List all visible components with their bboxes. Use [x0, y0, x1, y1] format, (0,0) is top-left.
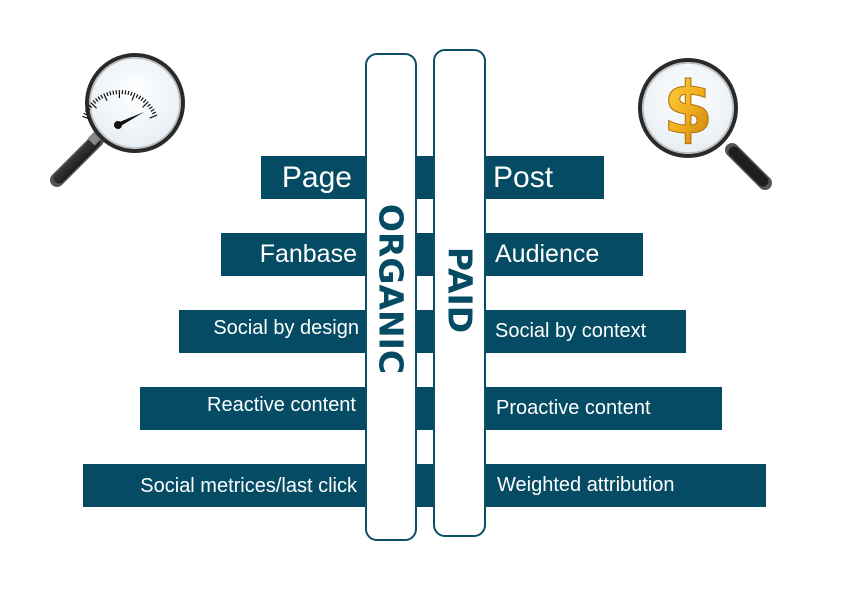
gauge-tick — [109, 91, 112, 96]
paid-item-proactive-content: Proactive content — [496, 397, 651, 419]
gauge-tick — [131, 92, 136, 101]
row-5-bar: Social metrices/last click Weighted attr… — [83, 464, 766, 507]
gauge-tick — [97, 96, 101, 101]
gauge-tick — [148, 106, 153, 110]
gauge-tick — [112, 90, 115, 95]
gauge-tick — [138, 95, 142, 100]
gauge-tick — [135, 93, 139, 99]
paid-pillar: PAID — [433, 49, 486, 537]
gauge-tick — [106, 92, 109, 97]
paid-item-audience: Audience — [495, 240, 600, 268]
gauge-tick — [142, 101, 149, 108]
row-4-bar: Reactive content Proactive content — [140, 387, 722, 430]
gauge-tick — [140, 97, 144, 102]
gauge-tick — [147, 103, 151, 108]
magnifier-dollar-icon: $ — [638, 58, 772, 190]
organic-item-page: Page — [281, 160, 352, 194]
gauge-tick — [127, 90, 130, 96]
gauge-tick — [82, 115, 91, 120]
gauge-tick — [92, 100, 97, 104]
row-2-bar: Fanbase Audience — [221, 233, 643, 276]
gauge-tick — [95, 98, 99, 102]
gauge-tick — [150, 108, 155, 112]
dollar-sign: $ — [663, 66, 713, 150]
gauge-tick — [88, 104, 93, 109]
organic-pillar: ORGANIC — [365, 53, 417, 541]
organic-item-reactive-content: Reactive content — [207, 394, 356, 416]
gauge-tick — [86, 107, 91, 111]
organic-title: ORGANIC — [371, 203, 411, 375]
gauge-tick — [100, 94, 104, 99]
paid-item-post: Post — [493, 160, 554, 194]
organic-item-fanbase: Fanbase — [259, 240, 357, 268]
magnifier-speedometer-icon — [50, 53, 185, 187]
organic-item-social-by-design: Social by design — [213, 317, 359, 339]
paid-item-social-by-context: Social by context — [495, 320, 647, 342]
gauge-tick — [103, 93, 108, 102]
gauge-tick — [151, 111, 157, 115]
organic-item-social-metrices: Social metrices/last click — [140, 475, 357, 497]
gauge-tick — [142, 99, 147, 103]
gauge-tick — [90, 102, 98, 109]
paid-item-weighted-attribution: Weighted attribution — [497, 474, 675, 496]
gauge-tick — [124, 90, 127, 95]
row-1-bar: Page Post — [261, 156, 604, 199]
gauge-tick — [83, 112, 88, 116]
gauge-tick — [130, 91, 133, 96]
paid-title: PAID — [440, 246, 479, 334]
gauge-tick — [84, 109, 89, 113]
gauge-tick — [149, 114, 158, 119]
row-3-bar: Social by design Social by context — [179, 310, 686, 353]
